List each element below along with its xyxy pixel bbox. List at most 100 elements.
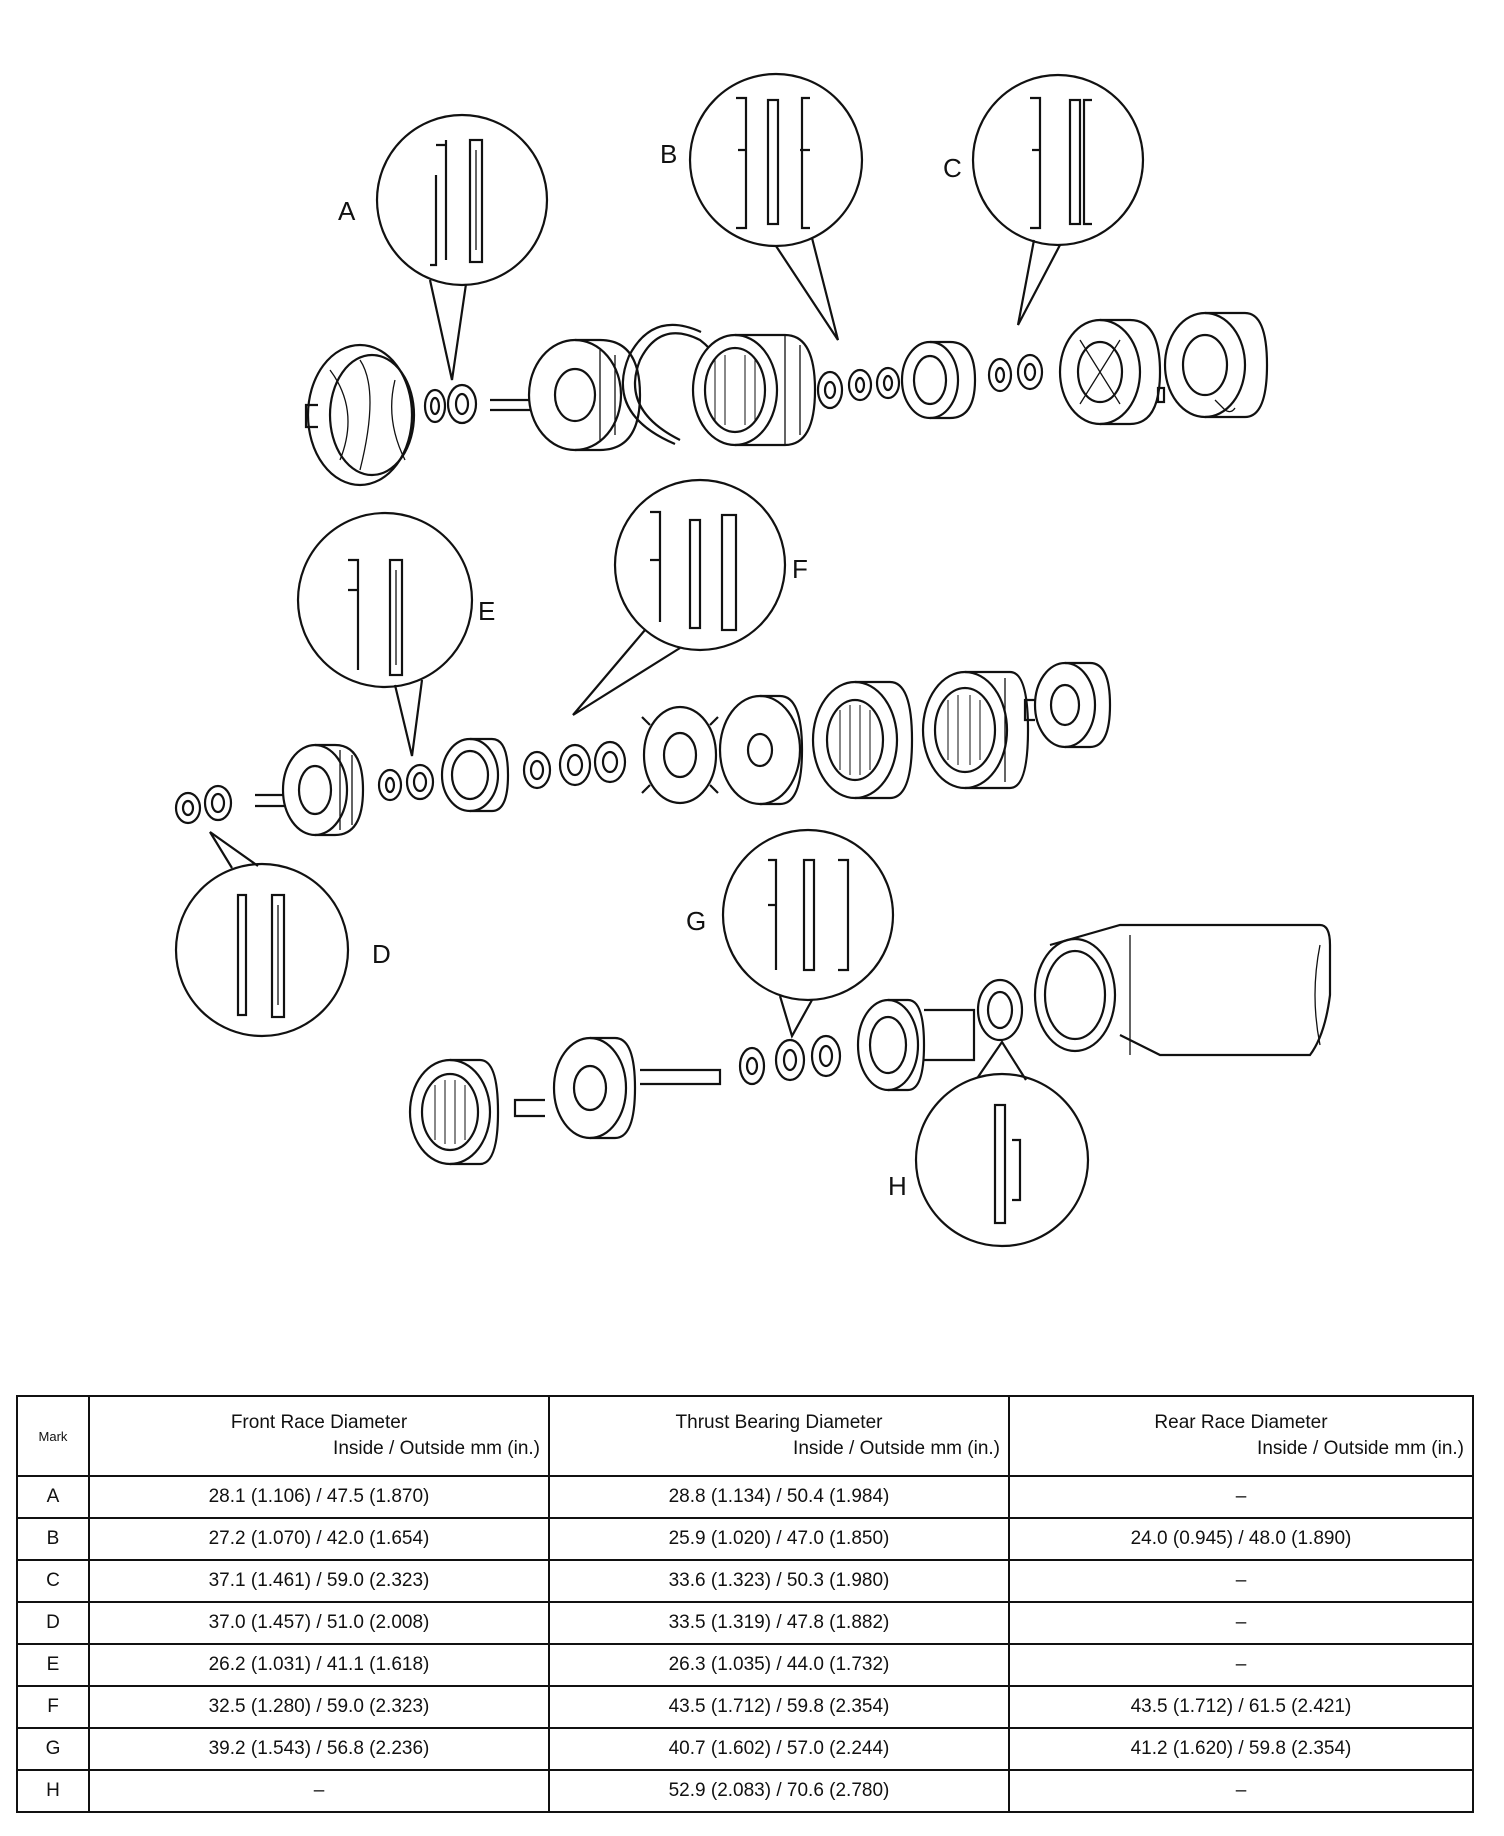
table-header-row: Mark Front Race Diameter Inside / Outsid… [16,1395,1474,1477]
clutch-piston-hub [1023,661,1112,749]
table-row: B 27.2 (1.070) / 42.0 (1.654) 25.9 (1.02… [16,1517,1474,1561]
cell-front: 28.1 (1.106) / 47.5 (1.870) [88,1475,550,1519]
cell-mark: D [16,1601,90,1645]
callout-e: E [296,511,495,757]
cell-rear: – [1008,1559,1474,1603]
cell-front: 32.5 (1.280) / 59.0 (2.323) [88,1685,550,1729]
planetary-carrier [1058,318,1162,426]
bearing-d [203,784,233,822]
cell-rear: – [1008,1601,1474,1645]
cell-thrust: 40.7 (1.602) / 57.0 (2.244) [548,1727,1010,1771]
table-row: A 28.1 (1.106) / 47.5 (1.870) 28.8 (1.13… [16,1475,1474,1519]
header-thrust-sub: Inside / Outside mm (in.) [793,1438,1000,1459]
header-thrust-bearing: Thrust Bearing Diameter Inside / Outside… [548,1395,1010,1477]
race-b-rear [875,366,901,400]
header-rear-race: Rear Race Diameter Inside / Outside mm (… [1008,1395,1474,1477]
header-front-race: Front Race Diameter Inside / Outside mm … [88,1395,550,1477]
callout-label-c: C [943,153,962,183]
callout-label-a: A [338,196,356,226]
cell-mark: C [16,1559,90,1603]
cell-thrust: 26.3 (1.035) / 44.0 (1.732) [548,1643,1010,1687]
cell-thrust: 25.9 (1.020) / 47.0 (1.850) [548,1517,1010,1561]
output-ring-gear [856,998,976,1092]
transmission-exploded-diagram: A B C E F [174,72,1332,1248]
bearing-a [446,383,478,425]
header-mark: Mark [16,1395,90,1477]
cell-mark: F [16,1685,90,1729]
callout-b: B [660,72,864,341]
callout-label-d: D [372,939,391,969]
bearing-b [847,368,873,402]
table-row: H – 52.9 (2.083) / 70.6 (2.780) – [16,1769,1474,1813]
rear-brake-drum [408,1058,500,1166]
race-a [423,388,447,424]
cell-front: 39.2 (1.543) / 56.8 (2.236) [88,1727,550,1771]
cell-mark: H [16,1769,90,1813]
cell-rear: – [1008,1475,1474,1519]
race-g-rear [810,1034,842,1078]
cell-thrust: 33.6 (1.323) / 50.3 (1.980) [548,1559,1010,1603]
bearing-c [1016,353,1044,391]
cell-mark: G [16,1727,90,1771]
output-shaft-carrier [513,1036,722,1140]
cell-rear: – [1008,1643,1474,1687]
cell-mark: B [16,1517,90,1561]
table-row: C 37.1 (1.461) / 59.0 (2.323) 33.6 (1.32… [16,1559,1474,1603]
table-row: E 26.2 (1.031) / 41.1 (1.618) 26.3 (1.03… [16,1643,1474,1687]
cell-front: 37.1 (1.461) / 59.0 (2.323) [88,1559,550,1603]
brake-hub [811,680,914,800]
cell-rear: – [1008,1769,1474,1813]
cell-thrust: 28.8 (1.134) / 50.4 (1.984) [548,1475,1010,1519]
bearing-e [405,763,435,801]
one-way-clutch [718,694,804,806]
cell-rear: 24.0 (0.945) / 48.0 (1.890) [1008,1517,1474,1561]
callout-g: G [686,828,895,1039]
race-e [377,768,403,802]
cell-mark: A [16,1475,90,1519]
race-d [174,791,202,825]
forward-clutch-drum [691,333,817,447]
callout-a: A [338,113,549,381]
planetary-gear [641,705,719,805]
oil-pump [304,343,416,487]
table-row: D 37.0 (1.457) / 51.0 (2.008) 33.5 (1.31… [16,1601,1474,1645]
bearing-g [774,1038,806,1082]
race-c [987,357,1013,393]
callout-label-e: E [478,596,495,626]
callout-d: D [174,831,391,1038]
cell-front: 26.2 (1.031) / 41.1 (1.618) [88,1643,550,1687]
header-thrust-title: Thrust Bearing Diameter [675,1412,883,1433]
race-f-front [522,750,552,790]
callout-c: C [943,73,1145,326]
sun-gear-drum [900,340,977,420]
callout-label-g: G [686,906,706,936]
race-g [738,1046,766,1086]
ring-gear [440,737,510,813]
race-b-front [816,370,844,410]
table-row: F 32.5 (1.280) / 59.0 (2.323) 43.5 (1.71… [16,1685,1474,1729]
table-row: G 39.2 (1.543) / 56.8 (2.236) 40.7 (1.60… [16,1727,1474,1771]
race-f-rear [593,740,627,784]
race-bearing-spec-table: Mark Front Race Diameter Inside / Outsid… [16,1395,1474,1813]
row2-parts [174,661,1112,837]
bearing-f [558,743,592,787]
callout-label-f: F [792,554,808,584]
callout-label-h: H [888,1171,907,1201]
header-front-title: Front Race Diameter [230,1412,408,1433]
transmission-case [1033,923,1332,1057]
direct-clutch [490,338,642,452]
cell-front: 37.0 (1.457) / 51.0 (2.008) [88,1601,550,1645]
cell-rear: 43.5 (1.712) / 61.5 (2.421) [1008,1685,1474,1729]
cell-front: 27.2 (1.070) / 42.0 (1.654) [88,1517,550,1561]
cell-thrust: 43.5 (1.712) / 59.8 (2.354) [548,1685,1010,1729]
row3-parts [408,923,1332,1166]
cell-front: – [88,1769,550,1813]
callout-label-b: B [660,139,677,169]
intermediate-shaft [255,743,365,837]
rear-clutch-drum [921,670,1030,790]
header-rear-title: Rear Race Diameter [1154,1412,1328,1433]
header-front-sub: Inside / Outside mm (in.) [333,1438,540,1459]
cell-rear: 41.2 (1.620) / 59.8 (2.354) [1008,1727,1474,1771]
callout-h: H [888,1039,1090,1248]
row1-parts [304,311,1269,487]
